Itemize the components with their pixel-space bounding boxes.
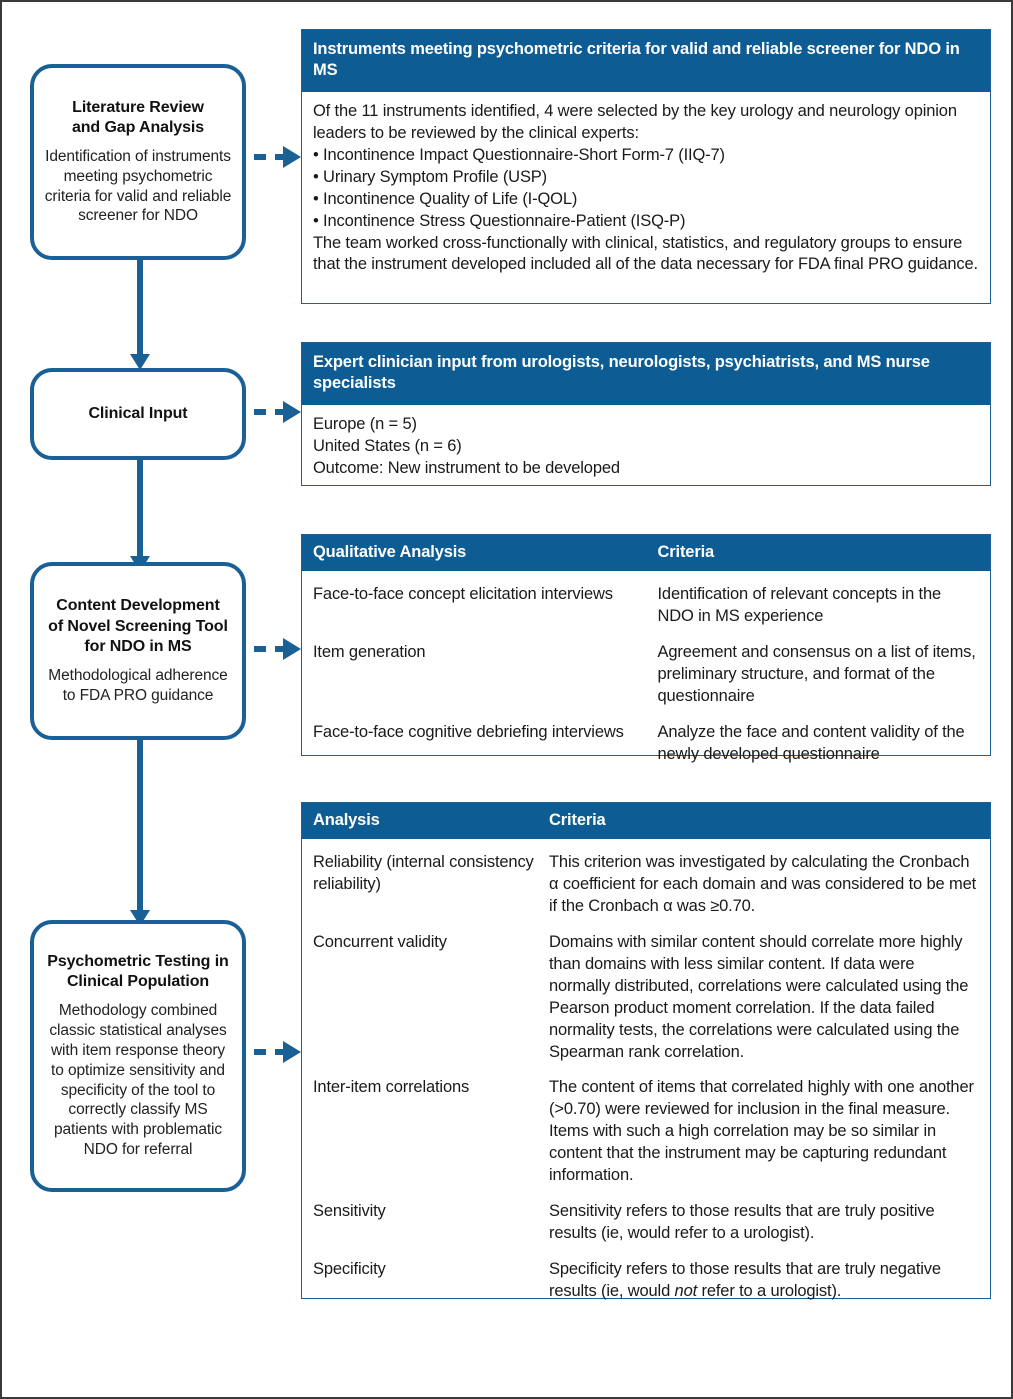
expert-input-line: Outcome: New instrument to be developed: [313, 458, 620, 477]
table-row: Face-to-face cognitive debriefing interv…: [302, 715, 990, 773]
table-row: Concurrent validity Domains with similar…: [302, 925, 990, 1071]
table-cell-analysis: Concurrent validity: [313, 932, 447, 951]
table-header-row: Analysis Criteria: [302, 803, 990, 839]
flow-step-clinical-input[interactable]: Clinical Input: [30, 368, 246, 460]
panel-expert-clinician-input: Expert clinician input from urologists, …: [301, 342, 991, 486]
connector-step3-to-step4: [137, 732, 143, 914]
instrument-bullet: • Incontinence Quality of Life (I-QOL): [313, 189, 578, 208]
table-cell-analysis: Reliability (internal consistency reliab…: [313, 853, 534, 893]
table-cell-analysis: Specificity: [313, 1260, 386, 1278]
table-row: Item generation Agreement and consensus …: [302, 635, 990, 715]
instrument-bullet: • Incontinence Impact Questionnaire-Shor…: [313, 145, 725, 164]
dashed-connector-arrowhead-2: [283, 401, 301, 423]
table-cell-analysis: Item generation: [313, 642, 426, 661]
table-cell-criteria: Domains with similar content should corr…: [549, 932, 969, 1061]
table-cell-analysis: Face-to-face concept elicitation intervi…: [313, 585, 613, 603]
table-body: Reliability (internal consistency reliab…: [302, 839, 990, 1318]
table-cell-criteria: Analyze the face and content validity of…: [657, 722, 965, 763]
criteria-text-pre: Specificity refers to those results that…: [549, 1260, 941, 1300]
panel-outro-text: The team worked cross-functionally with …: [313, 233, 978, 274]
expert-input-line: United States (n = 6): [313, 436, 462, 455]
table-body: Face-to-face concept elicitation intervi…: [302, 571, 990, 781]
table-row: Sensitivity Sensitivity refers to those …: [302, 1194, 990, 1252]
table-row: Face-to-face concept elicitation intervi…: [302, 577, 990, 635]
flow-step-title: Clinical Input: [88, 404, 188, 422]
flow-step-title: Psychometric Testing in Clinical Populat…: [47, 953, 229, 991]
table-cell-criteria: Sensitivity refers to those results that…: [549, 1202, 935, 1243]
table-cell-analysis: Face-to-face cognitive debriefing interv…: [313, 722, 624, 741]
flow-step-subtitle: Identification of instruments meeting ps…: [44, 148, 232, 225]
table-column-header-criteria: Criteria: [549, 811, 606, 829]
flow-step-title: Literature Review and Gap Analysis: [71, 98, 205, 136]
table-qualitative-analysis: Qualitative Analysis Criteria Face-to-fa…: [301, 534, 991, 763]
table-cell-criteria: Identification of relevant concepts in t…: [657, 585, 942, 625]
table-row: Reliability (internal consistency reliab…: [302, 845, 990, 925]
table-cell-criteria: Agreement and consensus on a list of ite…: [657, 642, 976, 705]
flow-step-literature-review[interactable]: Literature Review and Gap Analysis Ident…: [30, 64, 246, 260]
table-row: Specificity Specificity refers to those …: [302, 1252, 990, 1310]
table-header-row: Qualitative Analysis Criteria: [302, 535, 990, 571]
dashed-connector-4: [254, 1049, 287, 1055]
table-column-header-analysis: Qualitative Analysis: [313, 543, 467, 561]
dashed-connector-arrowhead-3: [283, 638, 301, 660]
panel-body-instruments: Of the 11 instruments identified, 4 were…: [302, 92, 990, 288]
table-column-header-criteria: Criteria: [657, 543, 715, 561]
flow-step-content-development[interactable]: Content Development of Novel Screening T…: [30, 562, 246, 740]
criteria-text-italic: not: [674, 1281, 698, 1300]
table-psychometric-analysis: Analysis Criteria Reliability (internal …: [301, 802, 991, 1300]
flow-step-subtitle: Methodological adherence to FDA PRO guid…: [48, 666, 228, 704]
dashed-connector-2: [254, 409, 287, 415]
panel-header-instruments: Instruments meeting psychometric criteri…: [302, 30, 990, 92]
connector-step1-to-step2: [137, 250, 143, 358]
panel-header-expert-input: Expert clinician input from urologists, …: [302, 343, 990, 405]
dashed-connector-3: [254, 646, 287, 652]
table-cell-criteria: The content of items that correlated hig…: [549, 1078, 974, 1185]
flow-step-psychometric-testing[interactable]: Psychometric Testing in Clinical Populat…: [30, 920, 246, 1192]
table-column-header-analysis: Analysis: [313, 811, 380, 829]
dashed-connector-arrowhead-4: [283, 1041, 301, 1063]
flow-step-title: Content Development of Novel Screening T…: [48, 597, 228, 655]
dashed-connector-1: [254, 154, 287, 160]
instrument-bullet: • Incontinence Stress Questionnaire-Pati…: [313, 211, 686, 230]
flow-step-subtitle: Methodology combined classic statistical…: [49, 1002, 227, 1159]
panel-intro-text: Of the 11 instruments identified, 4 were…: [313, 101, 957, 142]
table-cell-analysis: Inter-item correlations: [313, 1078, 470, 1097]
table-cell-analysis: Sensitivity: [313, 1202, 386, 1221]
criteria-text-post: refer to a urologist).: [697, 1281, 842, 1300]
instrument-bullet: • Urinary Symptom Profile (USP): [313, 167, 548, 186]
panel-body-expert-input: Europe (n = 5) United States (n = 6) Out…: [302, 405, 990, 491]
panel-instruments: Instruments meeting psychometric criteri…: [301, 29, 991, 304]
table-cell-criteria: This criterion was investigated by calcu…: [549, 853, 977, 915]
dashed-connector-arrowhead-1: [283, 146, 301, 168]
table-cell-criteria: Specificity refers to those results that…: [549, 1259, 990, 1303]
connector-step2-to-step3: [137, 452, 143, 560]
connector-arrowhead-step2: [130, 354, 150, 370]
table-row: Inter-item correlations The content of i…: [302, 1070, 990, 1194]
expert-input-line: Europe (n = 5): [313, 414, 417, 433]
